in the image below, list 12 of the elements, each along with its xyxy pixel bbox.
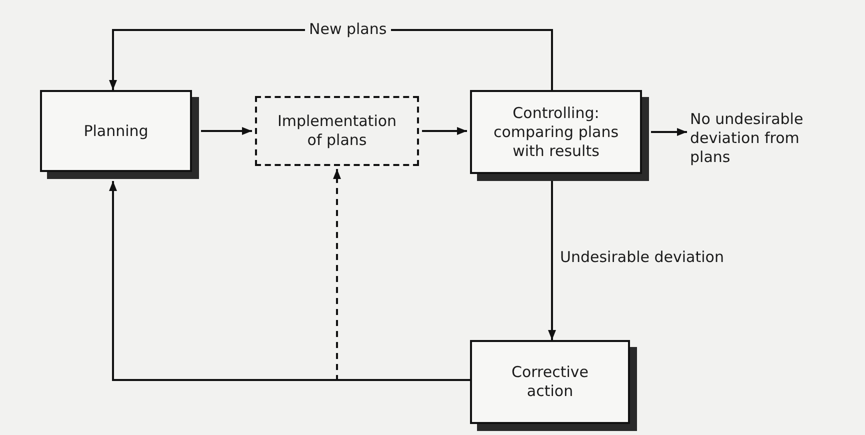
box-label: Implementation of plans [276,112,398,150]
arrow [422,127,467,135]
box-label: Planning [84,122,148,140]
arrow [201,127,252,135]
arrow [651,128,687,136]
dashed-process-box [255,96,419,166]
dashed-arrow [333,169,470,381]
outcome-text: No undesirable deviation from plans [690,110,804,166]
box-label: Controlling: comparing plans with results [492,104,620,160]
arrow [548,178,556,340]
edge-label: New plans [305,20,391,39]
box-label: Corrective action [510,363,590,401]
